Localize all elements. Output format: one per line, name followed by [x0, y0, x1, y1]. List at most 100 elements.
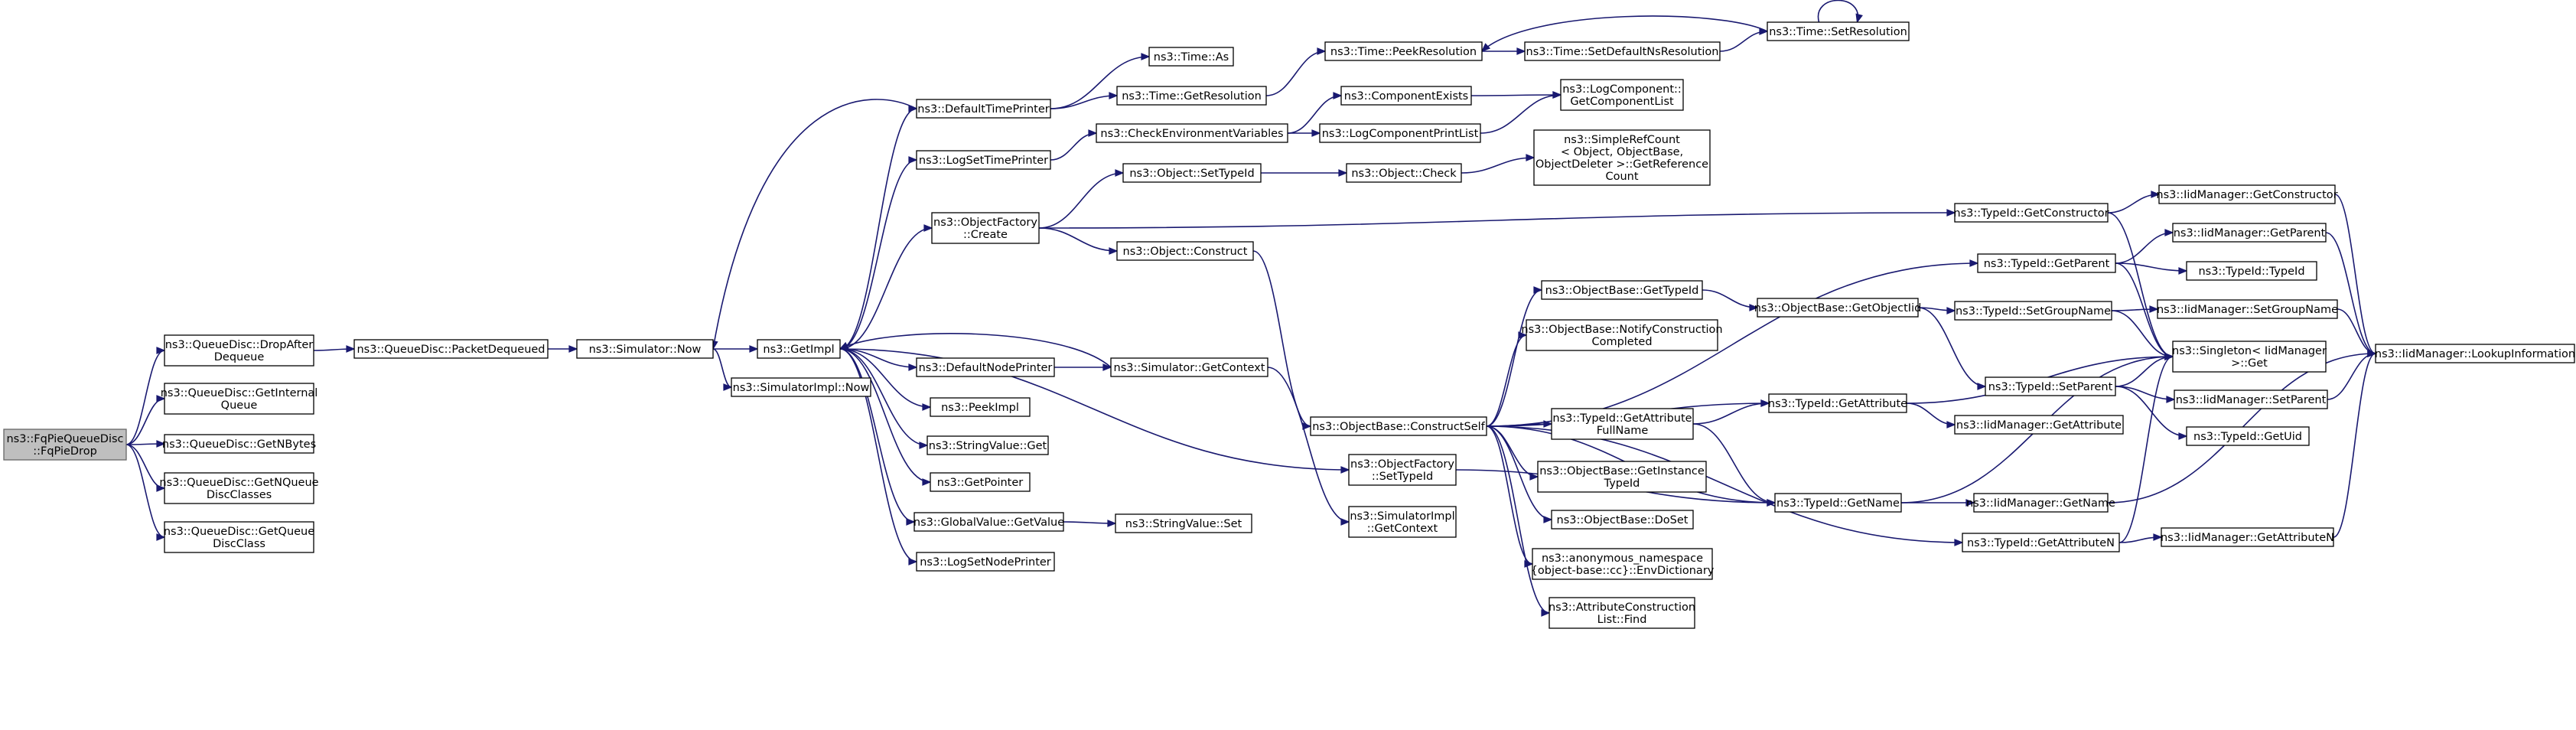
node-timesetresolution[interactable]: ns3::Time::SetResolution: [1767, 21, 1910, 41]
node-box: [1115, 513, 1252, 533]
node-typeidtypeid[interactable]: ns3::TypeId::TypeId: [2186, 261, 2317, 281]
node-stringvalueset[interactable]: ns3::StringValue::Set: [1115, 513, 1252, 533]
edge-arrowhead: [2164, 353, 2174, 360]
node-timepeekres[interactable]: ns3::Time::PeekResolution: [1324, 41, 1483, 61]
node-packetdequeued[interactable]: ns3::QueueDisc::PacketDequeued: [353, 339, 549, 359]
node-getpointer[interactable]: ns3::GetPointer: [930, 472, 1031, 492]
node-defaulttimeprinter[interactable]: ns3::DefaultTimePrinter: [916, 99, 1051, 119]
edge-arrowhead: [1946, 421, 1956, 429]
edge-line: [2118, 356, 2174, 543]
node-timesetdefaultns[interactable]: ns3::Time::SetDefaultNsResolution: [1524, 41, 1721, 61]
node-objbasenotify[interactable]: ns3::ObjectBase::NotifyConstructionCompl…: [1521, 319, 1723, 351]
node-label: ns3::DefaultNodePrinter: [919, 362, 1053, 374]
node-typeidgetparent[interactable]: ns3::TypeId::GetParent: [1977, 253, 2116, 273]
node-typeidgetname[interactable]: ns3::TypeId::GetName: [1774, 493, 1902, 513]
edge-defaultnodeprinter-to-simgetcontext: [1054, 363, 1112, 371]
node-iidmgrgetparent[interactable]: ns3::IidManager::GetParent: [2172, 223, 2327, 243]
node-objbasegettypeid[interactable]: ns3::ObjectBase::GetTypeId: [1541, 280, 1703, 300]
node-simimplnow[interactable]: ns3::SimulatorImpl::Now: [731, 377, 871, 397]
node-objbaseconstructself[interactable]: ns3::ObjectBase::ConstructSelf: [1310, 416, 1487, 436]
node-logcompprintlist[interactable]: ns3::LogComponentPrintList: [1319, 123, 1481, 143]
node-typeidgetattributen[interactable]: ns3::TypeId::GetAttributeN: [1962, 533, 2120, 552]
node-label: ns3::LogComponentPrintList: [1322, 128, 1479, 140]
node-iidmgrsetgroupname[interactable]: ns3::IidManager::SetGroupName: [2157, 299, 2338, 319]
node-getimpl[interactable]: ns3::GetImpl: [757, 339, 841, 359]
node-logcompgetlist[interactable]: ns3::LogComponent::GetComponentList: [1560, 79, 1684, 111]
node-objcheck[interactable]: ns3::Object::Check: [1346, 163, 1462, 183]
node-simnow[interactable]: ns3::Simulator::Now: [576, 339, 714, 359]
node-box: [731, 377, 871, 397]
node-objsettypeid[interactable]: ns3::Object::SetTypeId: [1122, 163, 1262, 183]
node-objfactorycreate[interactable]: ns3::ObjectFactory::Create: [931, 212, 1040, 244]
node-peekimpl[interactable]: ns3::PeekImpl: [930, 397, 1031, 417]
node-defaultnodeprinter[interactable]: ns3::DefaultNodePrinter: [916, 357, 1055, 377]
node-label: ns3::QueueDisc::DropAfter: [165, 339, 314, 351]
edge-objbasegettypeid-to-objbasegetobjectiid: [1702, 289, 1759, 311]
node-box: [164, 383, 314, 415]
node-getnbytes[interactable]: ns3::QueueDisc::GetNBytes: [162, 434, 316, 454]
edge-packetdequeued-to-simnow: [548, 345, 578, 353]
node-logsetnodeprinter[interactable]: ns3::LogSetNodePrinter: [916, 552, 1055, 572]
node-simplerefcount[interactable]: ns3::SimpleRefCount< Object, ObjectBase,…: [1533, 129, 1711, 186]
node-typeidsetgroupname[interactable]: ns3::TypeId::SetGroupName: [1954, 301, 2112, 321]
node-componentexists[interactable]: ns3::ComponentExists: [1340, 86, 1472, 106]
node-objbasedoset[interactable]: ns3::ObjectBase::DoSet: [1551, 510, 1694, 530]
node-typeidgetconstructor[interactable]: ns3::TypeId::GetConstructor: [1953, 203, 2109, 223]
node-label: ns3::TypeId::GetParent: [1984, 258, 2110, 270]
node-simimplgetcontext[interactable]: ns3::SimulatorImpl::GetContext: [1348, 506, 1457, 538]
edge-line: [1481, 15, 1768, 52]
node-box: [3, 429, 127, 461]
node-label: ns3::LogSetTimePrinter: [919, 155, 1048, 167]
node-typeidsetparent[interactable]: ns3::TypeId::SetParent: [1985, 376, 2116, 396]
node-box: [1551, 408, 1694, 440]
node-iidmgrgetattribute[interactable]: ns3::IidManager::GetAttribute: [1954, 415, 2124, 435]
node-label: ns3::Object::Check: [1351, 168, 1457, 180]
edge-line: [1038, 172, 1124, 229]
node-singletonget[interactable]: ns3::Singleton< IidManager >::Get: [2172, 341, 2327, 373]
edge-typeidgetattributen-to-singletonget: [2118, 353, 2174, 543]
edge-typeidsetparent-to-typeidgetuid: [2115, 386, 2188, 440]
edge-arrowhead: [839, 341, 849, 350]
node-box: [1110, 357, 1268, 377]
node-typeidgetattribute[interactable]: ns3::TypeId::GetAttribute: [1768, 393, 1907, 413]
node-logsettimeprinter[interactable]: ns3::LogSetTimePrinter: [916, 150, 1051, 170]
node-objconstruct[interactable]: ns3::Object::Construct: [1116, 241, 1254, 261]
node-checkenvvars[interactable]: ns3::CheckEnvironmentVariables: [1096, 123, 1288, 143]
edge-logcompprintlist-to-logcompgetlist: [1480, 91, 1562, 134]
node-label: >::Get: [2231, 357, 2268, 370]
node-timeas[interactable]: ns3::Time::As: [1148, 47, 1234, 67]
node-label: {object-base::cc}::EnvDictionary: [1531, 565, 1715, 577]
node-globalvaluegetvalue[interactable]: ns3::GlobalValue::GetValue: [913, 512, 1064, 532]
node-label: ns3::Time::SetResolution: [1769, 26, 1907, 38]
edge-line: [1692, 402, 1770, 425]
node-timegetresolution[interactable]: ns3::Time::GetResolution: [1116, 86, 1267, 106]
node-iidmgrlookup[interactable]: ns3::IidManager::LookupInformation: [2375, 344, 2575, 363]
edge-arrowhead: [1946, 209, 1956, 217]
node-box: [1116, 241, 1254, 261]
node-label: ns3::TypeId::GetConstructor: [1953, 207, 2109, 220]
node-iidmgrgetconstructor[interactable]: ns3::IidManager::GetConstructor: [2156, 184, 2338, 204]
node-iidmgrgetattributen[interactable]: ns3::IidManager::GetAttributeN: [2161, 527, 2334, 547]
node-typeidgetuid[interactable]: ns3::TypeId::GetUid: [2186, 426, 2310, 446]
edge-line: [1486, 425, 1552, 520]
node-stringvalueget[interactable]: ns3::StringValue::Get: [927, 435, 1049, 455]
node-box: [2186, 261, 2317, 281]
node-simgetcontext[interactable]: ns3::Simulator::GetContext: [1110, 357, 1268, 377]
node-box: [1954, 301, 2112, 321]
node-objfactorysettypeid[interactable]: ns3::ObjectFactory::SetTypeId: [1348, 454, 1457, 486]
node-objbasegetobjectiid[interactable]: ns3::ObjectBase::GetObjectIid: [1754, 298, 1922, 318]
node-iidmgrgetname[interactable]: ns3::IidManager::GetName: [1966, 493, 2115, 513]
node-anonenvdict[interactable]: ns3::anonymous_namespace{object-base::cc…: [1531, 548, 1715, 580]
node-iidmgrsetparent[interactable]: ns3::IidManager::SetParent: [2174, 389, 2328, 409]
edge-checkenvvars-to-componentexists: [1287, 92, 1343, 134]
edge-arrowhead: [1954, 539, 1964, 546]
edge-line: [712, 348, 732, 388]
edge-arrowhead: [1516, 47, 1526, 55]
